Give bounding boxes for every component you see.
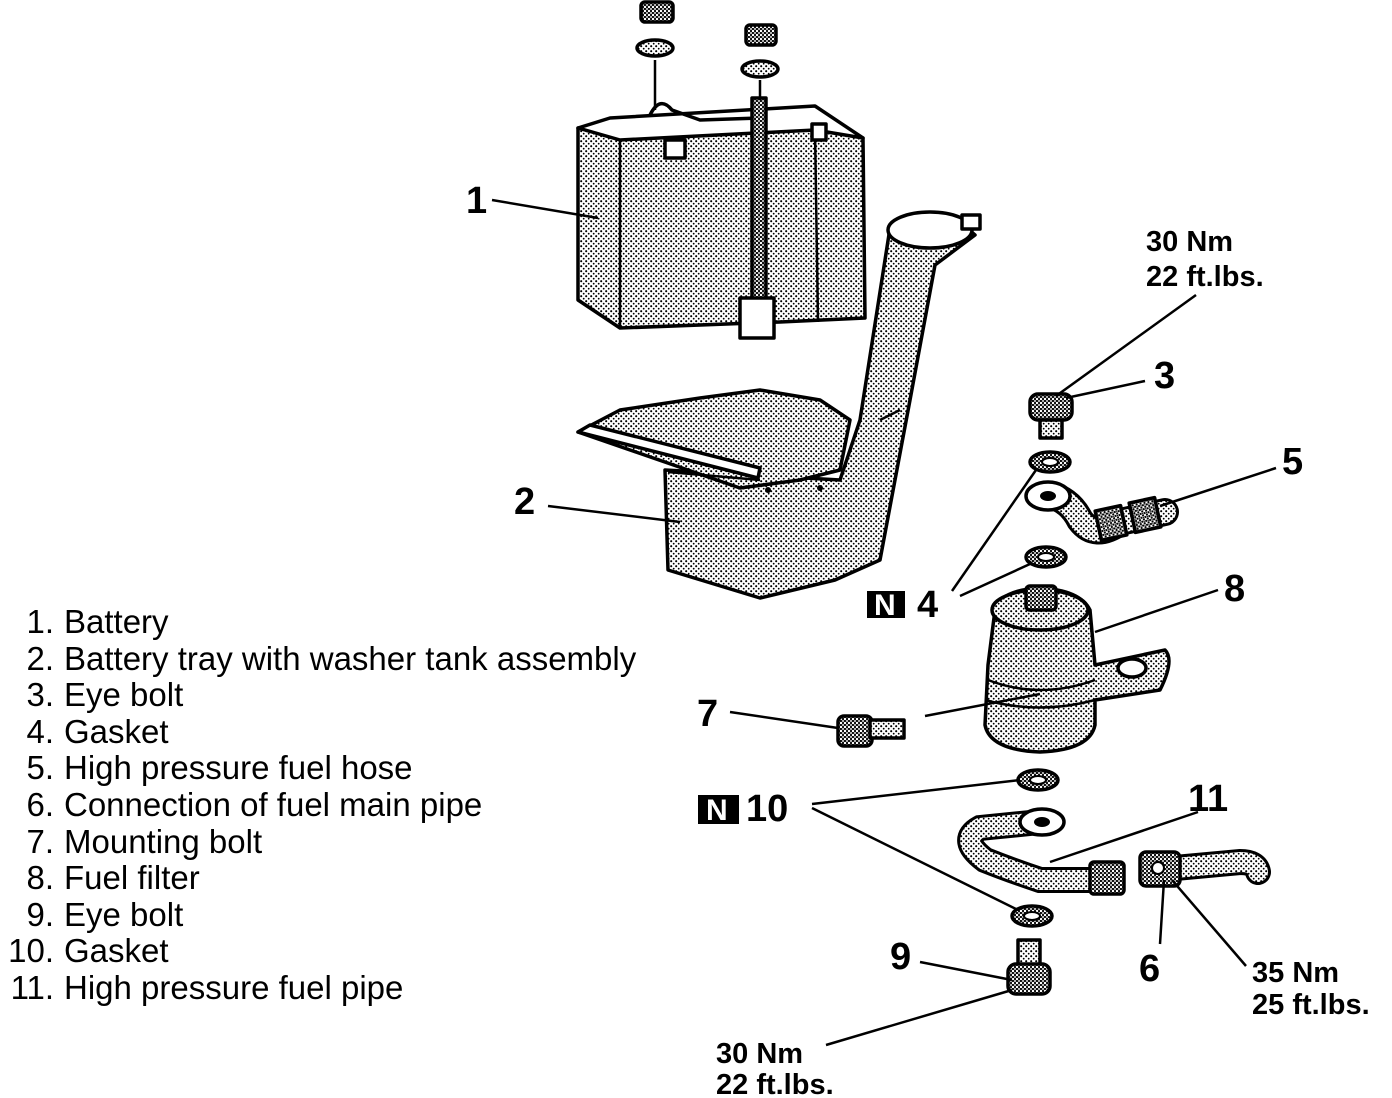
battery-tray-washer-tank xyxy=(576,210,982,600)
callout-6: 6 xyxy=(1139,948,1160,990)
torque-top-ftlbs: 22 ft.lbs. xyxy=(1146,261,1264,293)
gasket-lower xyxy=(1024,545,1068,569)
legend-item: 5. High pressure fuel hose xyxy=(0,750,636,787)
callout-3: 3 xyxy=(1154,355,1175,397)
svg-text:N: N xyxy=(706,794,728,827)
torque-bottom-ftlbs: 22 ft.lbs. xyxy=(716,1069,834,1098)
fuel-main-pipe-connection xyxy=(1138,848,1271,888)
legend-label: Fuel filter xyxy=(64,859,200,897)
high-pressure-fuel-hose xyxy=(1024,480,1179,545)
callout-10: 10 xyxy=(746,788,788,830)
new-part-mark-4: N xyxy=(867,589,905,622)
torque-right-nm: 35 Nm xyxy=(1252,957,1339,989)
callout-11: 11 xyxy=(1188,778,1228,820)
legend-number: 11. xyxy=(10,968,54,1006)
torque-top-nm: 30 Nm xyxy=(1146,226,1233,258)
fuel-filter xyxy=(983,584,1171,754)
legend-number: 2. xyxy=(26,639,54,677)
legend-label: Connection of fuel main pipe xyxy=(64,785,483,823)
legend-item: 1. Battery xyxy=(0,603,636,641)
torque-bottom-nm: 30 Nm xyxy=(716,1038,803,1070)
legend-label: Gasket xyxy=(64,712,169,750)
legend-number: 5. xyxy=(26,749,54,787)
callout-8: 8 xyxy=(1224,568,1245,610)
legend-item: 7. Mounting bolt xyxy=(0,822,636,861)
mounting-bolt xyxy=(836,714,906,748)
legend-item: 2. Battery tray with washer tank assembly xyxy=(0,639,637,678)
high-pressure-fuel-pipe xyxy=(957,807,1126,896)
parts-legend: 1. Battery 2. Battery tray with washer tan… xyxy=(0,603,637,1007)
legend-item: 9. Eye bolt xyxy=(0,895,636,934)
legend-label: Eye bolt xyxy=(64,895,184,933)
gasket-10-upper xyxy=(1016,768,1060,792)
legend-item: 10. Gasket xyxy=(0,933,636,970)
gasket-upper xyxy=(1028,450,1072,474)
callout-7: 7 xyxy=(697,693,718,735)
hold-down-nut-right xyxy=(740,23,780,79)
eye-bolt-bottom xyxy=(1006,938,1052,996)
legend-number: 6. xyxy=(26,785,54,823)
battery xyxy=(576,60,867,340)
callout-2: 2 xyxy=(514,481,535,523)
legend-label: Mounting bolt xyxy=(64,822,263,860)
legend-number: 4. xyxy=(26,712,54,750)
gasket-10-lower xyxy=(1010,904,1054,928)
svg-text:N: N xyxy=(874,589,896,622)
legend-label: Eye bolt xyxy=(64,676,184,714)
callout-4: 4 xyxy=(917,584,938,626)
legend-item: 8. Fuel filter xyxy=(0,859,636,897)
callout-5: 5 xyxy=(1282,441,1303,483)
legend-label: Battery xyxy=(64,603,169,640)
legend-label: High pressure fuel pipe xyxy=(64,968,404,1006)
legend-item: 6. Connection of fuel main pipe xyxy=(0,785,636,824)
legend-item: 4. Gasket xyxy=(0,712,636,751)
legend-label: High pressure fuel hose xyxy=(64,749,413,787)
legend-label: Battery tray with washer tank assembly xyxy=(64,639,637,677)
legend-number: 8. xyxy=(26,859,54,897)
legend-number: 7. xyxy=(26,822,54,860)
torque-right-ftlbs: 25 ft.lbs. xyxy=(1252,989,1370,1021)
new-part-mark-10: N xyxy=(698,794,739,827)
eye-bolt-top xyxy=(1028,392,1074,440)
legend-item: 11. High pressure fuel pipe xyxy=(0,968,636,1007)
hold-down-nut-left xyxy=(635,0,675,58)
legend-item: 3. Eye bolt xyxy=(0,676,636,714)
legend-number: 10. xyxy=(8,932,54,970)
callout-9: 9 xyxy=(890,936,911,978)
leader-lines xyxy=(491,198,1277,1047)
legend-number: 9. xyxy=(26,895,54,933)
callout-1: 1 xyxy=(466,180,487,222)
legend-number: 1. xyxy=(26,603,54,640)
legend-label: Gasket xyxy=(64,932,169,970)
legend-number: 3. xyxy=(26,676,54,714)
